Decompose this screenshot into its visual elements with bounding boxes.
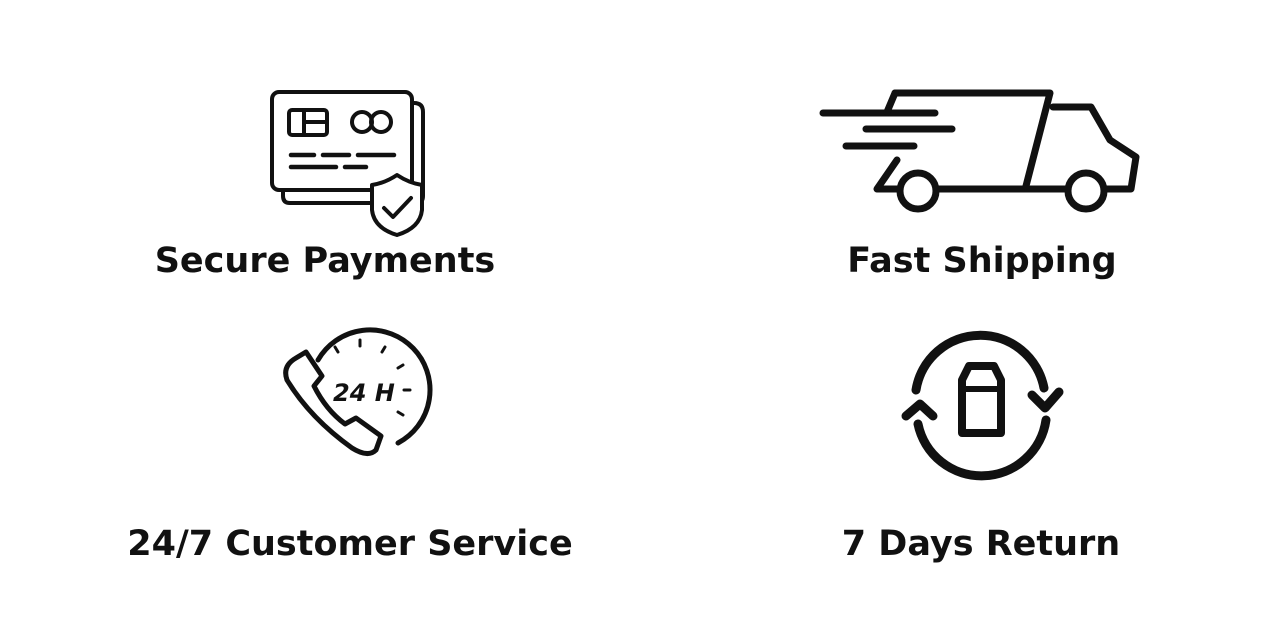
delivery-truck-icon (819, 89, 1140, 213)
24h-text: 24 H (333, 379, 395, 407)
phone-24h-icon: 24 H (283, 327, 433, 456)
days-return-label: 7 Days Return (841, 524, 1121, 564)
return-box-icon (901, 330, 1064, 481)
secure-payments-label: Secure Payments (154, 241, 496, 281)
fast-shipping-label: Fast Shipping (847, 241, 1117, 281)
credit-card-shield-icon (270, 90, 425, 237)
customer-service-label: 24/7 Customer Service (127, 524, 573, 564)
